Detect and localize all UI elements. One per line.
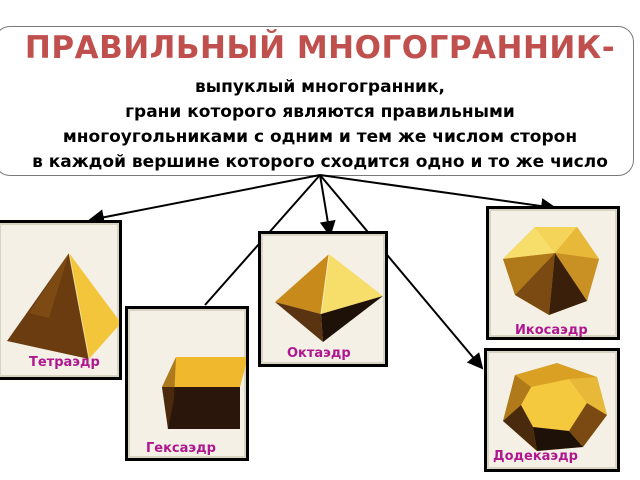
- tetrahedron-image: [7, 252, 119, 360]
- hexahedron-label: Гексаэдр: [146, 441, 216, 456]
- arrow-to-icosahedron: [319, 174, 557, 214]
- definition-line-2: грани которого являются правильными: [125, 102, 515, 122]
- dodecahedron-image: [503, 363, 607, 451]
- definition-title: ПРАВИЛЬНЫЙ МНОГОГРАННИК-: [24, 30, 616, 66]
- arrow-to-dodecahedron: [319, 174, 484, 370]
- octahedron-image: [275, 253, 383, 342]
- octahedron-card: Октаэдр: [258, 231, 388, 367]
- octahedron-label: Октаэдр: [287, 346, 351, 361]
- arrow-to-tetrahedron: [88, 174, 321, 226]
- dodecahedron-card: Додекаэдр: [484, 348, 620, 472]
- icosahedron-card: Икосаэдр: [486, 206, 620, 340]
- hexahedron-image: [162, 357, 246, 429]
- definition-line-3: многоугольниками с одним и тем же числом…: [62, 127, 578, 147]
- icosahedron-label: Икосаэдр: [515, 323, 588, 338]
- definition-box: [0, 26, 634, 176]
- arrow-to-octahedron: [319, 174, 336, 237]
- tetrahedron-card: Тетраэдр: [0, 220, 122, 380]
- tetrahedron-label: Тетраэдр: [29, 355, 100, 370]
- definition-line-1: выпуклый многогранник,: [195, 77, 445, 97]
- icosahedron-image: [503, 227, 599, 315]
- definition-line-4: в каждой вершине которого сходится одно …: [32, 152, 608, 172]
- hexahedron-card: Гексаэдр: [125, 306, 249, 461]
- dodecahedron-label: Додекаэдр: [493, 449, 578, 464]
